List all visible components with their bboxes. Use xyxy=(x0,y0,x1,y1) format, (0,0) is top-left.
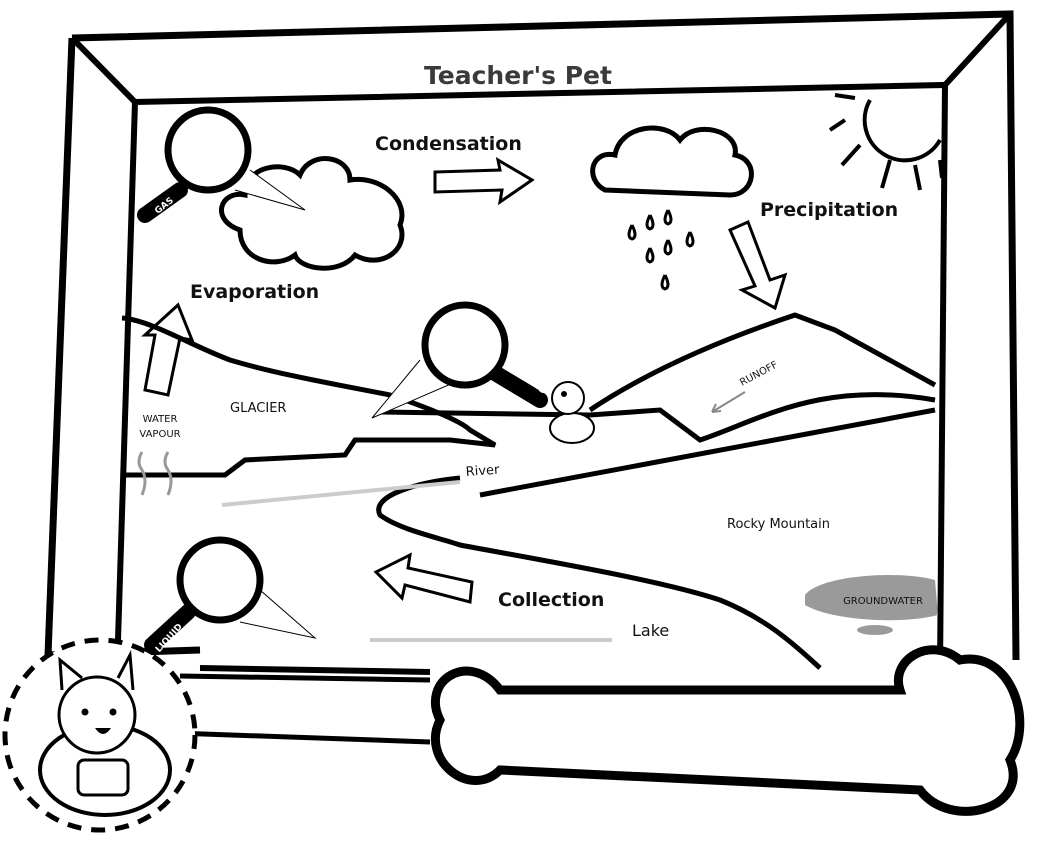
precipitation-arrow-icon xyxy=(728,219,788,311)
magnifier-liquid: LIQUID xyxy=(144,536,317,655)
rain-cloud-icon xyxy=(590,125,754,198)
rocky-mountain xyxy=(588,312,937,443)
condensation-arrow-icon xyxy=(433,157,535,206)
sun-icon xyxy=(828,93,944,191)
label-collection: Collection xyxy=(498,589,604,611)
glacier-mountain xyxy=(121,315,497,478)
collection-arrow-icon xyxy=(373,552,474,604)
runoff-arrow-icon xyxy=(711,391,746,413)
magnifier-gas: GAS xyxy=(137,106,306,223)
label-lake: Lake xyxy=(632,621,669,640)
label-runoff: RUNOFF xyxy=(738,360,780,389)
bone-shape xyxy=(430,645,1025,816)
label-water: WATER xyxy=(143,414,178,425)
label-precipitation: Precipitation xyxy=(760,199,898,221)
label-evaporation: Evaporation xyxy=(190,281,319,303)
label-river: River xyxy=(465,463,500,480)
dog-mascot-logo xyxy=(2,637,198,833)
raindrops-icon xyxy=(627,209,695,291)
river xyxy=(376,407,936,670)
label-condensation: Condensation xyxy=(375,133,522,155)
label-glacier: GLACIER xyxy=(230,401,286,416)
label-groundwater: GROUNDWATER xyxy=(843,596,923,607)
duck-icon xyxy=(549,381,595,444)
groundwater-puddle xyxy=(805,575,938,621)
evaporation-arrow-icon xyxy=(141,302,195,397)
magnifier-solid: SOLID xyxy=(371,301,548,419)
page-title: Teacher's Pet xyxy=(424,61,612,90)
water-vapour-icon xyxy=(137,451,173,496)
label-vapour: VAPOUR xyxy=(139,429,180,440)
label-rocky-mountain: Rocky Mountain xyxy=(727,517,830,532)
